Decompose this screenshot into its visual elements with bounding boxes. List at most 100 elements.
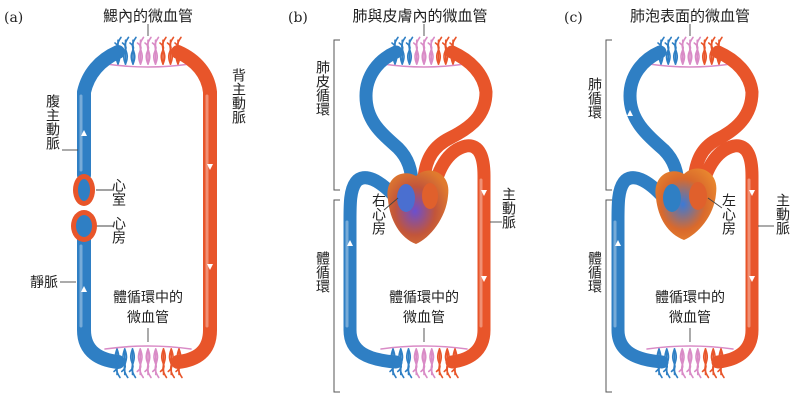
svg-text:背主動脈: 背主動脈 <box>230 68 246 125</box>
label-atrium: 心房 <box>110 216 126 244</box>
label-systemic-circuit-c: 體循環 <box>586 251 602 293</box>
capillary <box>430 36 436 65</box>
capillary <box>415 348 421 379</box>
systemic-aorta-b <box>425 139 491 369</box>
label-systemic-capillaries-line1: 體循環中的 <box>113 290 183 306</box>
capillary <box>673 348 679 379</box>
pulmonary-artery-blue <box>623 45 685 195</box>
panel-a-tag: (a) <box>4 10 23 26</box>
capillary <box>712 348 718 379</box>
pulmonary-vein-red <box>687 45 759 187</box>
capillary <box>146 348 152 379</box>
capillary <box>399 348 405 379</box>
flow-arrow-down <box>749 276 755 282</box>
capillary <box>703 36 709 65</box>
capillary <box>146 36 152 65</box>
capillary <box>131 348 137 379</box>
capillary <box>131 36 137 65</box>
bracket-systemic-c <box>605 199 612 393</box>
capillary <box>688 36 694 65</box>
capillary <box>415 36 421 65</box>
label-systemic-capillaries-line2: 微血管 <box>127 310 169 326</box>
capillary-arc <box>648 63 732 68</box>
capillary <box>407 348 413 379</box>
bracket-pulmocutaneous <box>333 39 340 191</box>
flow-arrow-up <box>615 240 621 246</box>
capillary <box>681 348 687 379</box>
label-pulmonary-circuit: 肺循環 <box>586 77 602 119</box>
capillary <box>696 348 702 379</box>
capillary-arc <box>382 63 466 68</box>
capillary <box>115 348 121 379</box>
svg-text:腹主動脈: 腹主動脈 <box>44 93 60 151</box>
capillary <box>422 36 428 65</box>
capillary <box>446 348 452 379</box>
capillary <box>422 348 428 379</box>
label-systemic-circuit-b: 體循環 <box>314 251 330 293</box>
flow-arrow-down <box>749 190 755 196</box>
systemic-capillary-bed-a <box>104 345 192 379</box>
capillary <box>408 36 414 65</box>
capillary <box>704 348 710 379</box>
capillary <box>657 348 663 379</box>
systemic-aorta-c <box>693 139 759 369</box>
flow-arrow-down <box>481 190 487 196</box>
capillary <box>667 36 673 65</box>
pulmocutaneous-return-red <box>417 45 493 185</box>
panel-b-title: 肺與皮膚內的微血管 <box>352 7 487 25</box>
capillary <box>170 348 176 379</box>
capillary <box>453 348 459 379</box>
label-aorta-c: 主動脈 <box>774 193 790 236</box>
label-right-atrium: 右心房 <box>370 193 386 235</box>
capillary <box>161 36 167 65</box>
capillary <box>123 348 129 379</box>
label-ventricle: 心室 <box>110 178 126 206</box>
capillary <box>169 36 175 65</box>
capillary-arc <box>104 345 192 350</box>
label-systemic-capillaries-b-line1: 體循環中的 <box>389 290 459 306</box>
capillary <box>154 36 160 65</box>
heart-b <box>387 170 449 244</box>
systemic-capillary-bed-c <box>646 345 734 379</box>
flow-arrow-up <box>81 286 87 292</box>
label-ventral-aorta: 腹主動脈 <box>44 93 60 151</box>
vein-vessel <box>77 233 125 369</box>
flow-arrow-down <box>481 276 487 282</box>
capillary <box>438 348 444 379</box>
panel-b-tag: (b) <box>288 10 308 26</box>
bracket-systemic-b <box>333 199 340 393</box>
panel-c-title: 肺泡表面的微血管 <box>630 7 750 25</box>
panel-b: (b) 肺與皮膚內的微血管 肺皮循環 體循環 右心房 主動脈 體循環中的 微血管 <box>288 7 516 393</box>
capillary <box>162 348 168 379</box>
capillary <box>401 36 407 65</box>
bracket-pulmonary <box>605 39 612 191</box>
label-pulmocutaneous-circuit: 肺皮循環 <box>314 60 330 116</box>
systemic-vein-c <box>611 171 671 369</box>
capillary <box>391 348 397 379</box>
pulmocutaneous-artery-blue <box>359 45 419 193</box>
label-systemic-capillaries-c-line1: 體循環中的 <box>655 290 725 306</box>
label-systemic-capillaries-b-line2: 微血管 <box>403 310 445 326</box>
capillary <box>430 348 436 379</box>
panel-c: (c) 肺泡表面的微血管 肺循環 體循環 左心房 主動脈 體循環中的 微血管 <box>564 7 790 393</box>
systemic-vein-b <box>343 171 403 369</box>
label-systemic-capillaries-c-line2: 微血管 <box>669 310 711 326</box>
capillary <box>665 348 671 379</box>
capillary-arc <box>105 63 191 68</box>
panel-a-title: 鰓內的微血管 <box>103 7 193 25</box>
capillary <box>139 36 145 65</box>
capillary <box>139 348 145 379</box>
ventral-aorta-vessel <box>77 45 125 182</box>
label-aorta-b: 主動脈 <box>500 187 516 230</box>
label-vein: 靜脈 <box>30 275 58 291</box>
dorsal-aorta-vessel <box>171 45 217 369</box>
flow-arrow-up <box>627 110 633 116</box>
capillary <box>437 36 443 65</box>
flow-arrow-down <box>207 264 213 270</box>
capillary <box>154 348 160 379</box>
capillary <box>177 348 183 379</box>
flow-arrow-up <box>347 240 353 246</box>
capillary-arc <box>646 345 734 350</box>
capillary <box>688 348 694 379</box>
